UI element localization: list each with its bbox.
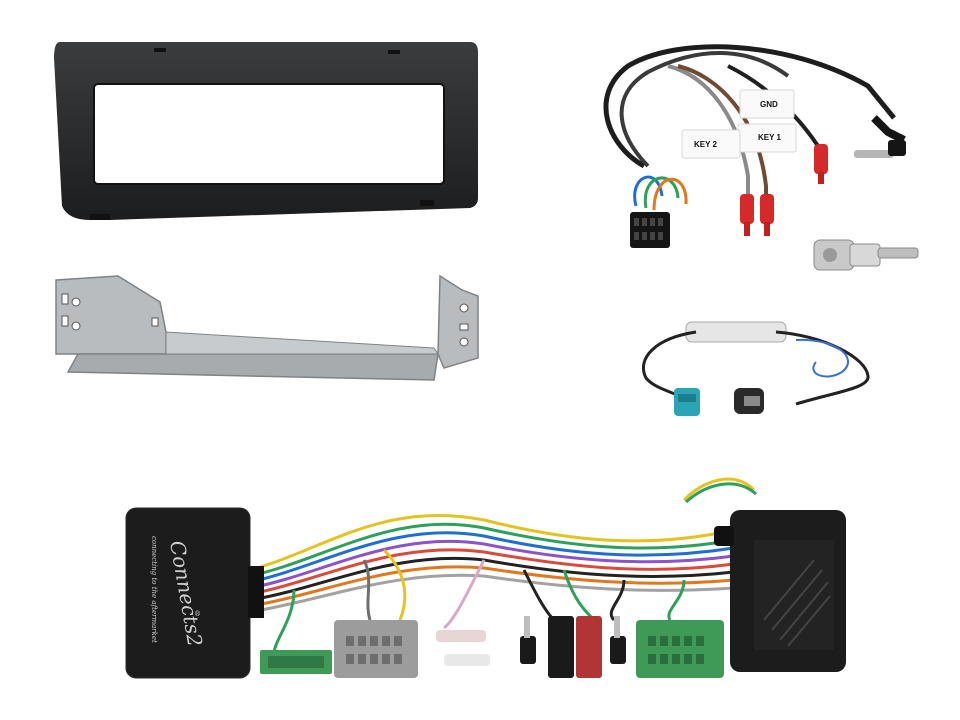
iso-aerial-adapter bbox=[810, 226, 920, 276]
key2-label: KEY 2 bbox=[694, 140, 718, 149]
key1-label: KEY 1 bbox=[758, 133, 782, 142]
fascia-panel bbox=[50, 38, 480, 224]
gnd-label: GND bbox=[760, 100, 778, 109]
steering-control-interface: Connects2 connecting to the aftermarket … bbox=[124, 470, 854, 682]
mounting-bracket bbox=[48, 272, 484, 384]
fakra-aerial-adapter bbox=[636, 318, 876, 422]
brand-tagline: connecting to the aftermarket bbox=[150, 536, 158, 643]
brand-registered: ® bbox=[194, 610, 201, 618]
patch-lead: GND KEY 1 KEY 2 bbox=[588, 36, 918, 256]
